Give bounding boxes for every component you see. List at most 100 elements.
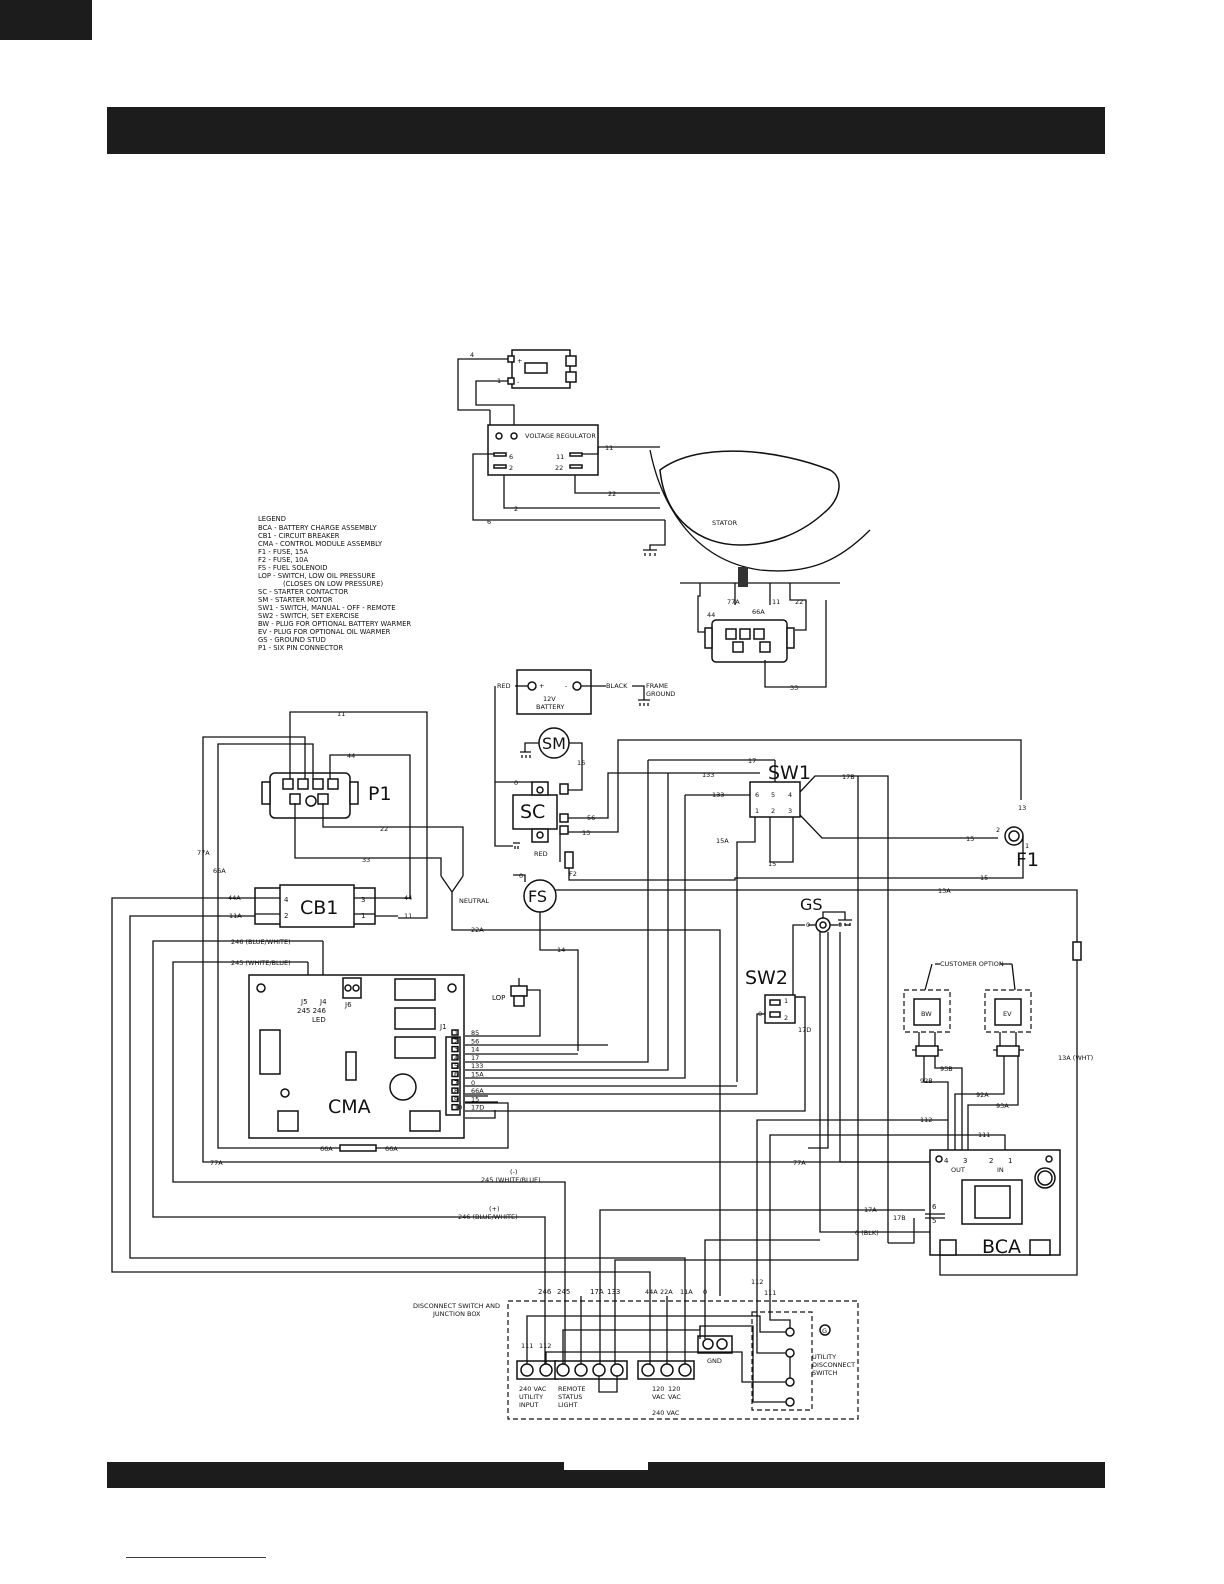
svg-text:240 VAC: 240 VAC: [519, 1385, 547, 1393]
wire-label: 11A: [229, 912, 242, 920]
svg-text:REMOTE: REMOTE: [558, 1385, 585, 1393]
bca-pin: 6: [932, 1203, 937, 1211]
f1-label: F1: [1016, 849, 1039, 871]
j1-pin-socket: [451, 1079, 459, 1086]
wire-label: 15: [966, 835, 974, 843]
wire-label: 15: [980, 874, 988, 882]
starter-motor: SM: [538, 727, 570, 759]
legend-item: CB1 - CIRCUIT BREAKER: [258, 532, 340, 540]
wire-label: 44: [347, 752, 355, 760]
svg-text:2: 2: [996, 826, 1000, 834]
gnd-label: GND: [707, 1357, 722, 1365]
j1-pin-socket: [451, 1054, 459, 1061]
wire-label: 44A: [645, 1288, 658, 1296]
svg-text:120: 120: [668, 1385, 680, 1393]
wire-label: 44A: [228, 894, 241, 902]
svg-text:STATUS: STATUS: [558, 1393, 582, 1401]
switch-sw1: SW1 6 5 4 1 2 3: [749, 762, 811, 818]
j1-pin-wire: 17D: [471, 1104, 484, 1112]
vac240-label: 240 VAC: [652, 1409, 680, 1417]
battery: + - 12V BATTERY: [516, 669, 592, 715]
fuel-solenoid: FS: [523, 879, 557, 913]
control-module-cma: CMA J5 J4 J6 245 246 LED J1: [248, 974, 465, 1139]
j1-pin-number: 7: [454, 1079, 458, 1087]
wire-label: 33: [362, 856, 370, 864]
wire-label: 111: [978, 1131, 990, 1139]
wire-label: 133: [702, 771, 714, 779]
wire-label: 13: [582, 829, 590, 837]
low-oil-pressure-switch: LOP: [492, 985, 528, 1007]
wire-label: 245 (WHITE/BLUE): [231, 959, 291, 967]
voltage-regulator-label: VOLTAGE REGULATOR: [525, 432, 596, 440]
wire-label: 11: [605, 444, 613, 452]
wire-label: 22A: [660, 1288, 673, 1296]
legend-item: GS - GROUND STUD: [258, 636, 326, 644]
wire-label: 13: [1018, 804, 1026, 812]
j1-pin-socket: [451, 1045, 459, 1053]
neutral-label: NEUTRAL: [459, 897, 489, 905]
fuse-f1: F1: [1004, 826, 1039, 871]
svg-text:1: 1: [784, 997, 788, 1005]
svg-text:LIGHT: LIGHT: [558, 1401, 577, 1409]
wire-label: (-): [510, 1168, 517, 1176]
in-label: IN: [997, 1166, 1004, 1174]
legend-item: BW - PLUG FOR OPTIONAL BATTERY WARMER: [258, 620, 411, 628]
wire-label: 44: [404, 894, 412, 902]
wire-label: RED: [534, 850, 548, 858]
battery-charge-assembly-bca: BCA 4 3 2 1 OUT IN 6 5: [929, 1149, 1061, 1258]
wire-label: 17D: [798, 1026, 811, 1034]
wire-label: 22: [608, 490, 616, 498]
legend-item: SC - STARTER CONTACTOR: [258, 588, 349, 596]
j1-pin-number: 3: [454, 1046, 458, 1054]
j1-pin-wire: 17: [471, 1054, 479, 1062]
footer-tab-notch: [564, 1462, 648, 1470]
bca-label: BCA: [982, 1236, 1021, 1258]
j1-pin-number: 6: [454, 1071, 458, 1079]
wire-label: 245 (WHITE/BLUE): [481, 1176, 541, 1184]
j1-pin-number: 9: [454, 1095, 458, 1103]
legend-item: EV - PLUG FOR OPTIONAL OIL WARMER: [258, 628, 391, 636]
svg-text:11: 11: [556, 453, 564, 461]
legend-item: SM - STARTER MOTOR: [258, 596, 333, 604]
sw1-pin: 2: [771, 807, 775, 815]
legend-item: P1 - SIX PIN CONNECTOR: [258, 644, 343, 652]
wire-label: 0: [838, 921, 842, 929]
svg-text:1: 1: [361, 912, 365, 920]
switch-sw2: SW2: [745, 967, 796, 1024]
wire-label: 33: [790, 684, 798, 692]
wire-label: 15: [768, 860, 776, 868]
svg-text:GROUND: GROUND: [646, 690, 675, 698]
wire-label: 66A: [752, 608, 765, 616]
wire-label: 17B: [893, 1214, 906, 1222]
fs-label: FS: [528, 887, 547, 906]
wire-label: 1: [497, 377, 501, 385]
legend: LEGEND BCA - BATTERY CHARGE ASSEMBLY CB1…: [258, 515, 411, 652]
wire-label: 246: [538, 1288, 552, 1296]
lop-label: LOP: [492, 994, 505, 1002]
wire-label: 6: [487, 518, 491, 526]
wire-label: 22: [795, 598, 803, 606]
j1-pin-number: 8: [454, 1087, 458, 1095]
wire-label: 112: [751, 1278, 763, 1286]
j1-pin-number: 1: [454, 1029, 458, 1037]
bw-plug: BW: [903, 989, 951, 1057]
wire-label: 133: [712, 791, 724, 799]
j1-pin-socket: [451, 1037, 459, 1045]
legend-item: F2 - FUSE, 10A: [258, 556, 308, 564]
stator: STATOR: [649, 449, 871, 572]
wire-label: 133: [607, 1288, 620, 1296]
wire-label: 56: [587, 814, 595, 822]
j1-pin-wire: 0: [471, 1079, 475, 1087]
wire-label: 15A: [716, 837, 729, 845]
sw1-pin: 5: [771, 791, 775, 799]
wire-label: 66A: [213, 867, 226, 875]
wire-label: 245: [557, 1288, 570, 1296]
footer-tab: [0, 0, 92, 40]
starter-contactor: SC: [512, 781, 569, 843]
sw1-pin: 1: [755, 807, 759, 815]
cb1-label: CB1: [300, 897, 338, 919]
out-label: OUT: [951, 1166, 965, 1174]
six-pin-connector-stator: [704, 619, 795, 663]
cma-label: CMA: [328, 1096, 371, 1118]
